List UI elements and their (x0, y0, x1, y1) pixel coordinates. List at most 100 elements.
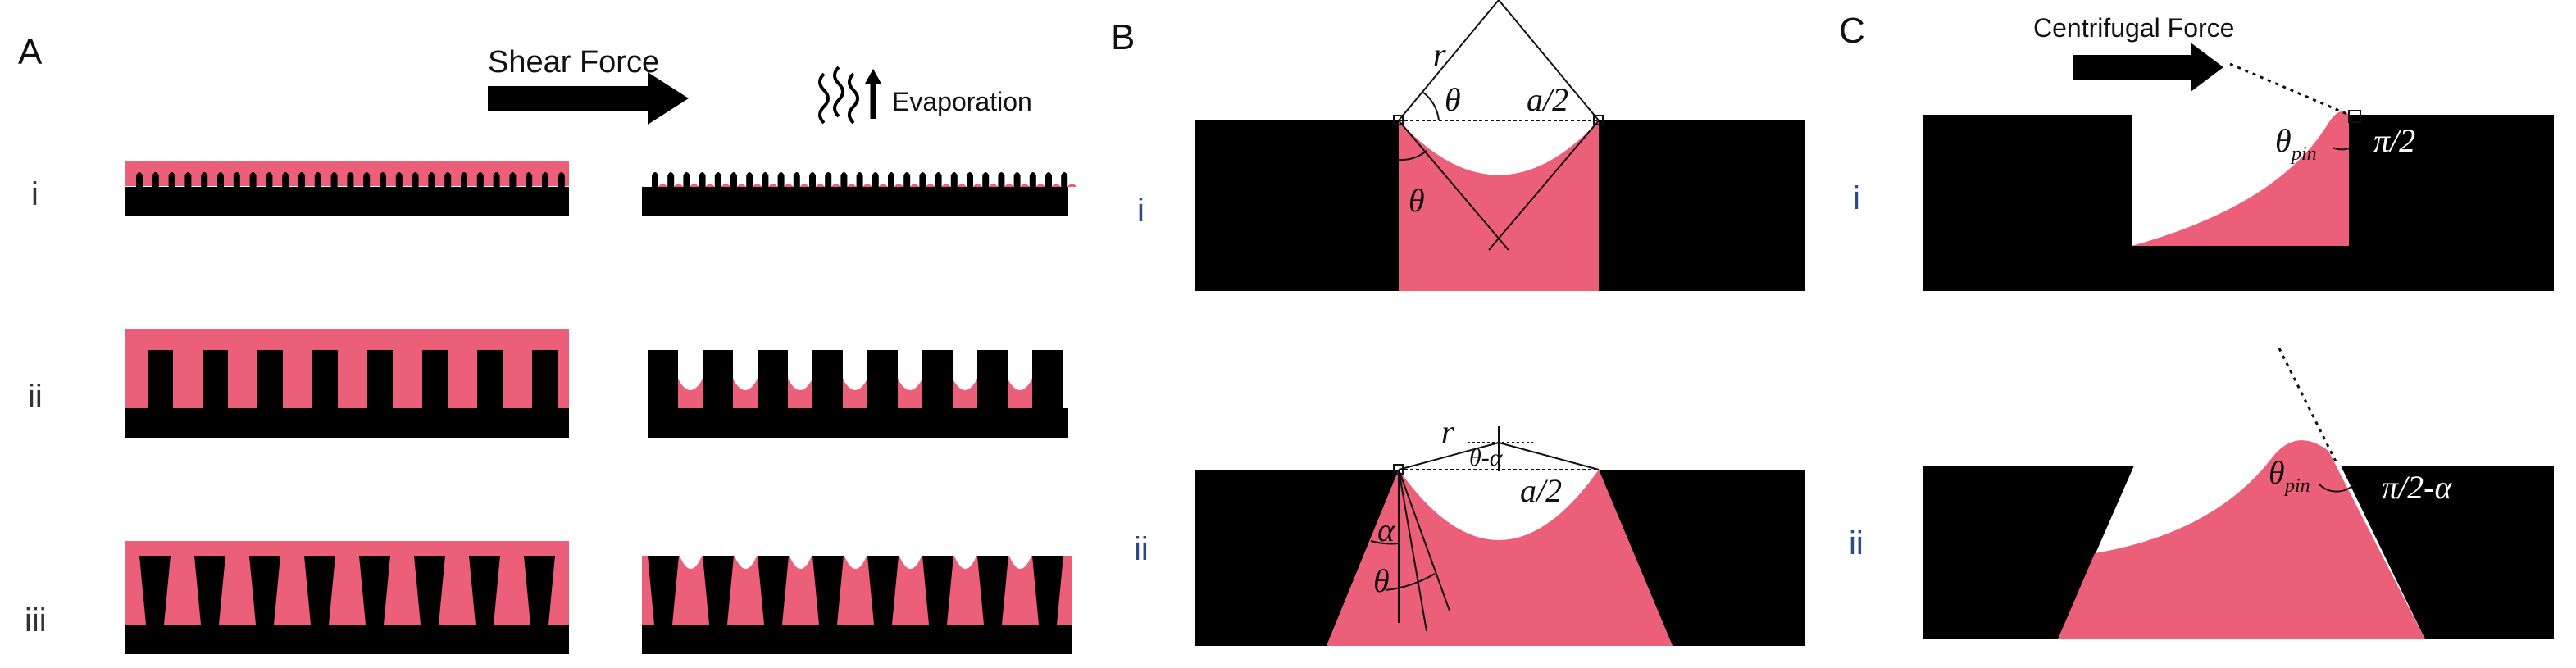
b-i-theta-side: θ (1409, 182, 1425, 219)
pillar (312, 350, 338, 409)
residual-liquid (910, 184, 920, 187)
row-label-a-i: i (31, 176, 39, 212)
a-ii-wells-after (648, 350, 1063, 409)
meniscus-liquid (898, 379, 922, 408)
pillar (257, 350, 283, 409)
tapered-pillar (304, 556, 335, 625)
residual-liquid (721, 184, 730, 187)
tooth (935, 172, 942, 187)
tooth (136, 172, 143, 187)
meniscus-liquid (843, 379, 867, 408)
meniscus-liquid (1008, 379, 1032, 408)
a-i-before (125, 161, 569, 216)
residual-liquid (705, 184, 715, 187)
meniscus-liquid (953, 379, 977, 408)
tooth (395, 172, 403, 187)
tooth (152, 172, 159, 187)
evaporation-icon (818, 66, 881, 125)
pillar (532, 350, 558, 409)
residual-liquid (847, 184, 857, 187)
a-ii-pillars (148, 350, 558, 409)
tooth (347, 172, 354, 187)
row-label-a-iii: iii (25, 602, 47, 638)
pillar (1032, 350, 1063, 409)
residual-liquid (674, 184, 684, 187)
tooth (1013, 172, 1021, 187)
pillar (203, 350, 228, 409)
residual-liquid (894, 184, 903, 187)
meniscus-liquid (678, 379, 703, 408)
c-i-right-angle: π/2 (2373, 122, 2415, 159)
tooth (903, 172, 911, 187)
tooth (526, 172, 533, 187)
residual-liquid (1067, 184, 1077, 187)
tapered-pillar (648, 556, 679, 625)
tooth (1061, 172, 1068, 187)
residual-liquid (784, 184, 794, 187)
residual-liquid (1004, 184, 1014, 187)
pillar (648, 350, 678, 409)
tooth (249, 172, 257, 187)
tooth (998, 172, 1005, 187)
residual-liquid (658, 184, 667, 187)
meniscus-liquid (788, 379, 812, 408)
b-i-theta-top: θ (1445, 81, 1461, 118)
tapered-pillar (1032, 556, 1063, 625)
tapered-pillar (359, 556, 390, 625)
tooth (184, 172, 192, 187)
b-ii-diagram: r θ-α a/2 α θ (1195, 413, 1805, 646)
tapered-pillar (524, 556, 555, 625)
pillar (703, 350, 733, 409)
tooth (699, 172, 706, 187)
tooth (652, 172, 658, 187)
b-ii-theta: θ (1373, 562, 1390, 599)
tooth (840, 172, 848, 187)
tooth (1029, 172, 1036, 187)
tooth (233, 172, 240, 187)
c-i-theta-sub: pin (2290, 143, 2317, 165)
tooth (168, 172, 175, 187)
c-i-diagram: θ pin π/2 (1923, 62, 2554, 291)
tooth (201, 172, 208, 187)
tooth (825, 172, 832, 187)
tapered-pillar (249, 556, 280, 625)
tooth (856, 172, 863, 187)
residual-liquid (926, 184, 935, 187)
b-i-r: r (1433, 36, 1446, 73)
tapered-pillar (867, 556, 899, 625)
tooth (950, 172, 958, 187)
pillar (367, 350, 393, 409)
air-meniscus (1008, 554, 1032, 569)
a-i-teeth (136, 172, 565, 187)
shear-force-arrow (488, 72, 689, 125)
tooth (793, 172, 800, 187)
tooth (298, 172, 305, 187)
pillar (477, 350, 503, 409)
panel-a-letter: A (18, 32, 43, 72)
air-meniscus (679, 554, 703, 569)
residual-liquid (1020, 184, 1030, 187)
residual-liquid (941, 184, 951, 187)
tooth (982, 172, 990, 187)
tooth (266, 172, 273, 187)
tooth (872, 172, 879, 187)
residual-liquid (1052, 184, 1061, 187)
a-i-after (642, 172, 1077, 216)
tooth (412, 172, 419, 187)
panel-b: B i ii r θ a/2 θ (1111, 0, 1805, 646)
tooth (1045, 172, 1052, 187)
pillar (148, 350, 173, 409)
b-ii-theta-minus-alpha: θ-α (1469, 444, 1504, 471)
air-meniscus (953, 554, 977, 569)
meniscus-liquid (733, 379, 758, 408)
tooth (730, 172, 737, 187)
tooth (683, 172, 690, 187)
tooth (282, 172, 289, 187)
residual-liquid (816, 184, 825, 187)
residual-liquid (799, 184, 809, 187)
tapered-pillar (469, 556, 500, 625)
residual-liquid (768, 184, 778, 187)
tooth (461, 172, 467, 187)
tooth (762, 172, 769, 187)
